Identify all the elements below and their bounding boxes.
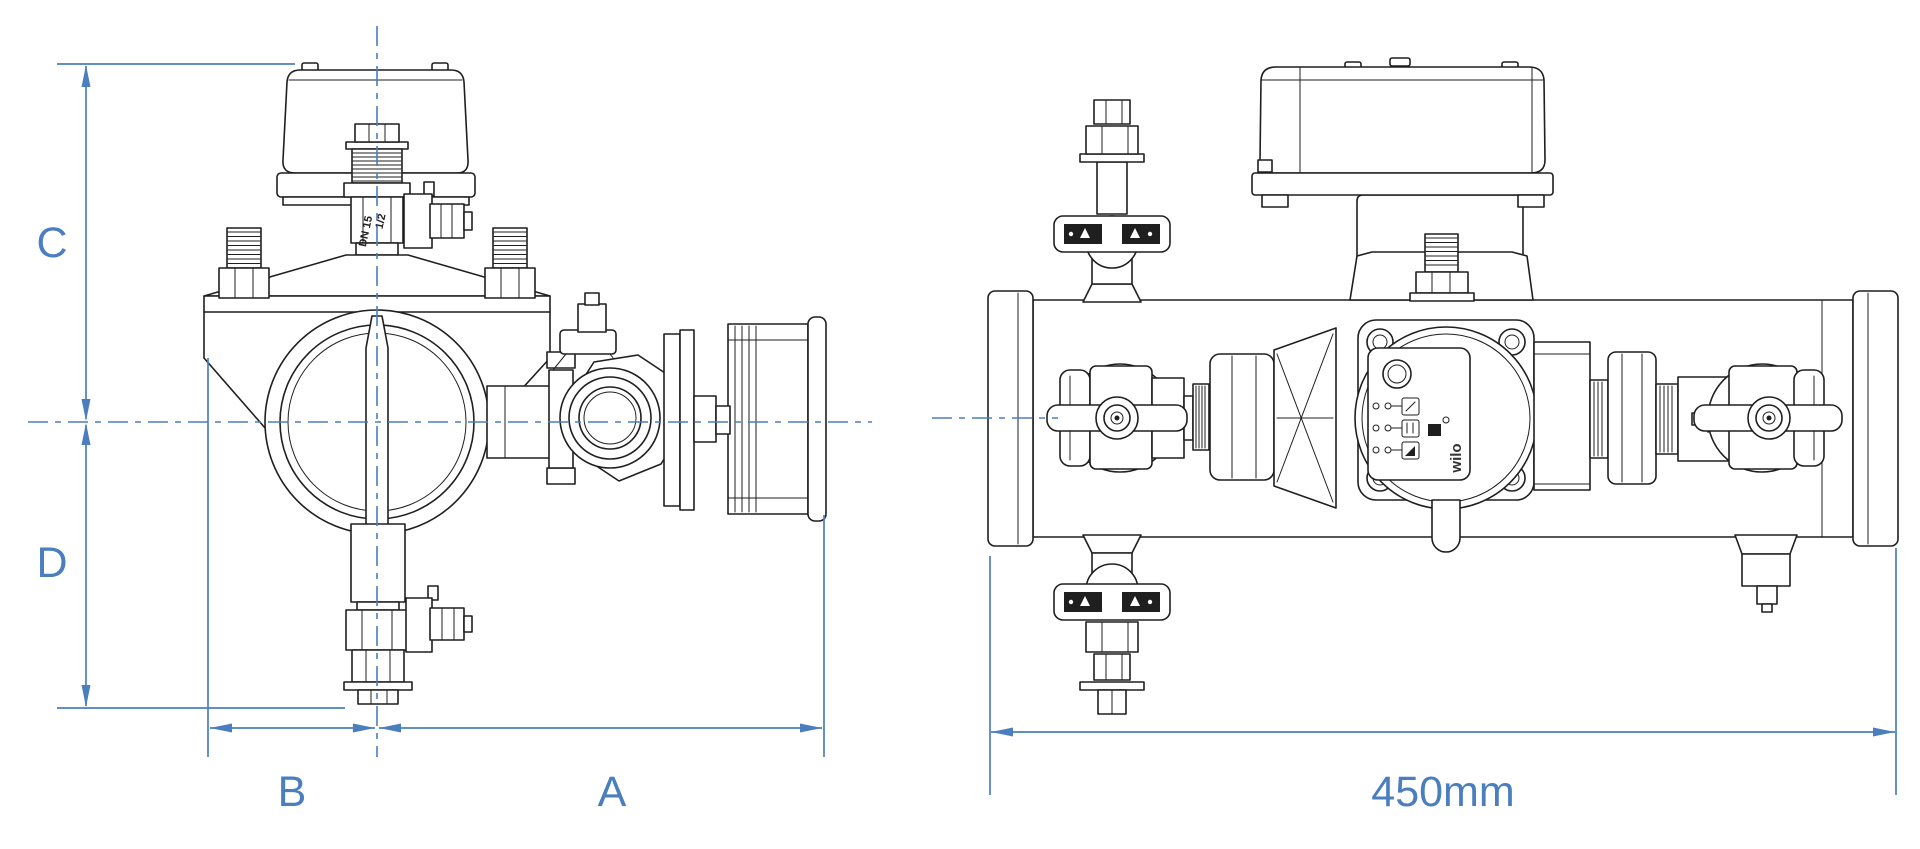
actuator-box-front <box>1251 57 1554 208</box>
pump-motor <box>727 316 827 522</box>
dimension-c: C <box>36 65 91 421</box>
bottom-stem-stack <box>343 523 473 705</box>
pump-cable-gland <box>1431 499 1461 553</box>
dimension-d: D <box>36 423 91 707</box>
pump-knob <box>1382 359 1412 389</box>
dimensions: C D B A 450mm <box>36 63 1897 816</box>
pump-brand-label: wilo <box>1448 443 1465 473</box>
pump-mode-icon <box>1401 441 1420 460</box>
dimension-label-b: B <box>278 768 307 816</box>
pump-mode-icon <box>1401 419 1420 438</box>
top-drain-valve <box>1053 99 1171 303</box>
mounting-stud-left <box>218 227 270 299</box>
dimension-b: B <box>210 723 375 816</box>
dimension-label-450mm: 450mm <box>1371 768 1514 816</box>
ball-valve-right <box>1533 341 1843 491</box>
motor-end-cap <box>807 316 827 522</box>
ball-valve-left <box>1046 327 1337 509</box>
dimension-label-c: C <box>36 219 67 267</box>
centerlines <box>28 26 1058 757</box>
dimension-a: A <box>379 723 822 816</box>
dimension-label-d: D <box>36 539 67 587</box>
dimension-label-a: A <box>598 768 627 816</box>
pipe-end-cap-right <box>1852 290 1899 547</box>
dimension-450mm: 450mm <box>991 727 1895 816</box>
side-view: DN 15 1/2 <box>203 62 827 705</box>
bottom-left-drain-valve <box>1053 534 1171 715</box>
pump-motor-adapter <box>663 333 681 507</box>
mounting-stud-right <box>484 227 536 299</box>
bottom-right-drain <box>1734 534 1798 613</box>
actuator-mount-flange <box>1251 172 1554 196</box>
pump-mode-icon <box>1401 397 1420 416</box>
front-view: wilo <box>987 57 1899 715</box>
circulator-pump: wilo <box>1349 194 1538 553</box>
union-nut <box>1607 351 1657 485</box>
inline-pump-side <box>486 292 827 522</box>
bonnet-side-tap <box>403 181 473 249</box>
union-nut <box>1209 353 1275 481</box>
bottom-side-tap <box>405 585 473 653</box>
